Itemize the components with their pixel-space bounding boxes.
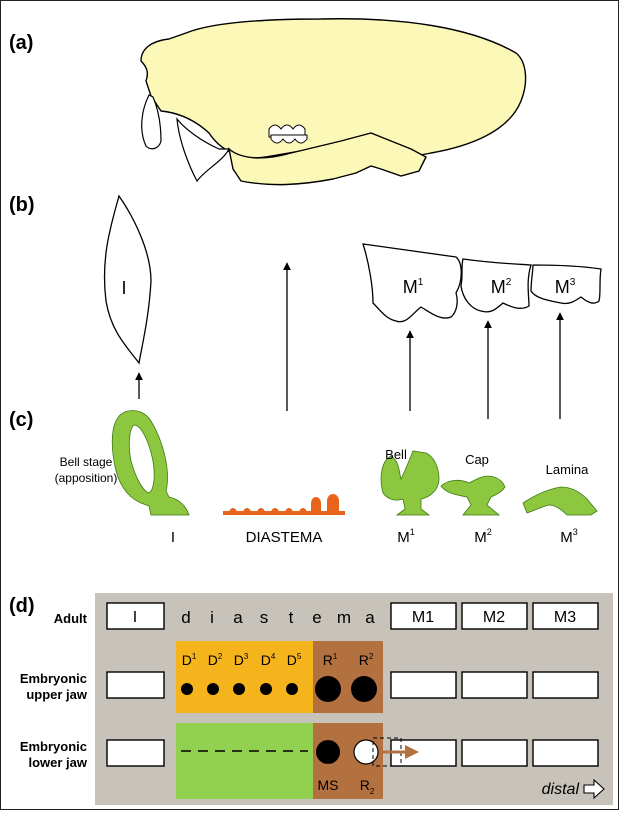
bud-dot <box>260 683 272 695</box>
bell-label: Bell <box>385 447 407 462</box>
rudiment-label: R <box>359 652 369 668</box>
panel-label-c: (c) <box>9 409 33 431</box>
row-label-lower-1: Embryonic <box>20 739 87 754</box>
panel-label-a: (a) <box>9 32 33 54</box>
bud-label: D <box>287 652 297 668</box>
svg-text:M1: M1 <box>397 527 415 546</box>
adult-molar-sup: 2 <box>506 277 512 288</box>
germ-label-m2: M <box>474 529 487 546</box>
diastema-letter: i <box>210 608 214 627</box>
diastema-buds <box>223 494 345 515</box>
adult-molar-label: M <box>403 277 418 297</box>
germ-label-m1: M <box>397 529 410 546</box>
apposition-label: (apposition) <box>55 471 118 485</box>
germ-label-incisor: I <box>171 529 175 546</box>
skull-molars <box>269 125 307 143</box>
row-label-lower-2: lower jaw <box>28 755 87 770</box>
row-label-adult: Adult <box>54 611 88 626</box>
bud-dot <box>181 683 193 695</box>
bud-label: D <box>208 652 218 668</box>
bud-sup: 1 <box>192 652 197 661</box>
rudiment-r2-dot <box>351 676 377 702</box>
rudiment-sup: 2 <box>369 652 374 661</box>
lamina-label: Lamina <box>546 462 589 477</box>
bud-dot <box>207 683 219 695</box>
adult-molar-sup: 1 <box>418 277 424 288</box>
diastema-letter: s <box>260 608 269 627</box>
bud-label: D <box>182 652 192 668</box>
adult-molar-label: M <box>555 277 570 297</box>
rudiment-r1-dot <box>315 676 341 702</box>
germ-label-m1-sup: 1 <box>410 527 415 537</box>
row-label-upper-2: upper jaw <box>26 687 88 702</box>
row-labels: Adult Embryonic upper jaw Embryonic lowe… <box>20 611 88 770</box>
bud-sup: 4 <box>271 652 276 661</box>
adult-m3-box-label: M3 <box>554 609 576 626</box>
bud-label: D <box>234 652 244 668</box>
panel-c-bottom-labels: I DIASTEMA M1 M2 M3 <box>171 527 578 546</box>
r2-bud-lower <box>354 740 378 764</box>
adult-m1-box-label: M1 <box>412 609 434 626</box>
bud-sup: 2 <box>218 652 223 661</box>
germ-label-m3-sup: 3 <box>573 527 578 537</box>
adult-incisor-box-label: I <box>133 609 137 626</box>
lower-diastema-region <box>176 723 313 799</box>
bud-label: D <box>261 652 271 668</box>
diastema-letter: a <box>233 608 243 627</box>
bud-sup: 5 <box>297 652 302 661</box>
svg-text:M3: M3 <box>560 527 578 546</box>
adult-molar-label: M <box>491 277 506 297</box>
germ-label-m2-sup: 2 <box>487 527 492 537</box>
m3-lamina-germ <box>523 487 597 515</box>
diastema-letter: e <box>312 608 321 627</box>
svg-text:M2: M2 <box>474 527 492 546</box>
cap-label: Cap <box>465 452 489 467</box>
diastema-letter: d <box>181 608 190 627</box>
panel-label-b: (b) <box>9 194 35 216</box>
adult-m2-box-label: M2 <box>483 609 505 626</box>
r2-lower-sub: 2 <box>370 787 375 796</box>
ms-label: MS <box>318 777 339 793</box>
rudiment-label: R <box>323 652 333 668</box>
adult-molar-sup: 3 <box>570 277 576 288</box>
bud-dot <box>286 683 298 695</box>
diastema-letter: m <box>337 608 351 627</box>
adult-incisor-label: I <box>121 278 126 298</box>
adult-incisor-outline <box>104 196 151 363</box>
ms-bud <box>316 740 340 764</box>
bud-sup: 3 <box>244 652 249 661</box>
germ-label-diastema: DIASTEMA <box>246 529 323 546</box>
panel-label-d: (d) <box>9 595 35 617</box>
diastema-letter: t <box>289 608 294 627</box>
distal-label: distal <box>542 781 580 798</box>
r2-lower-label: R <box>360 777 370 793</box>
skull-drawing <box>141 19 526 185</box>
rudiment-sup: 1 <box>333 652 338 661</box>
diastema-letter: a <box>365 608 375 627</box>
row-label-upper-1: Embryonic <box>20 671 87 686</box>
bud-dot <box>233 683 245 695</box>
incisor-bell-germ <box>112 410 189 515</box>
germ-label-m3: M <box>560 529 573 546</box>
m2-cap-germ <box>441 476 505 515</box>
bell-stage-label: Bell stage <box>60 455 113 469</box>
